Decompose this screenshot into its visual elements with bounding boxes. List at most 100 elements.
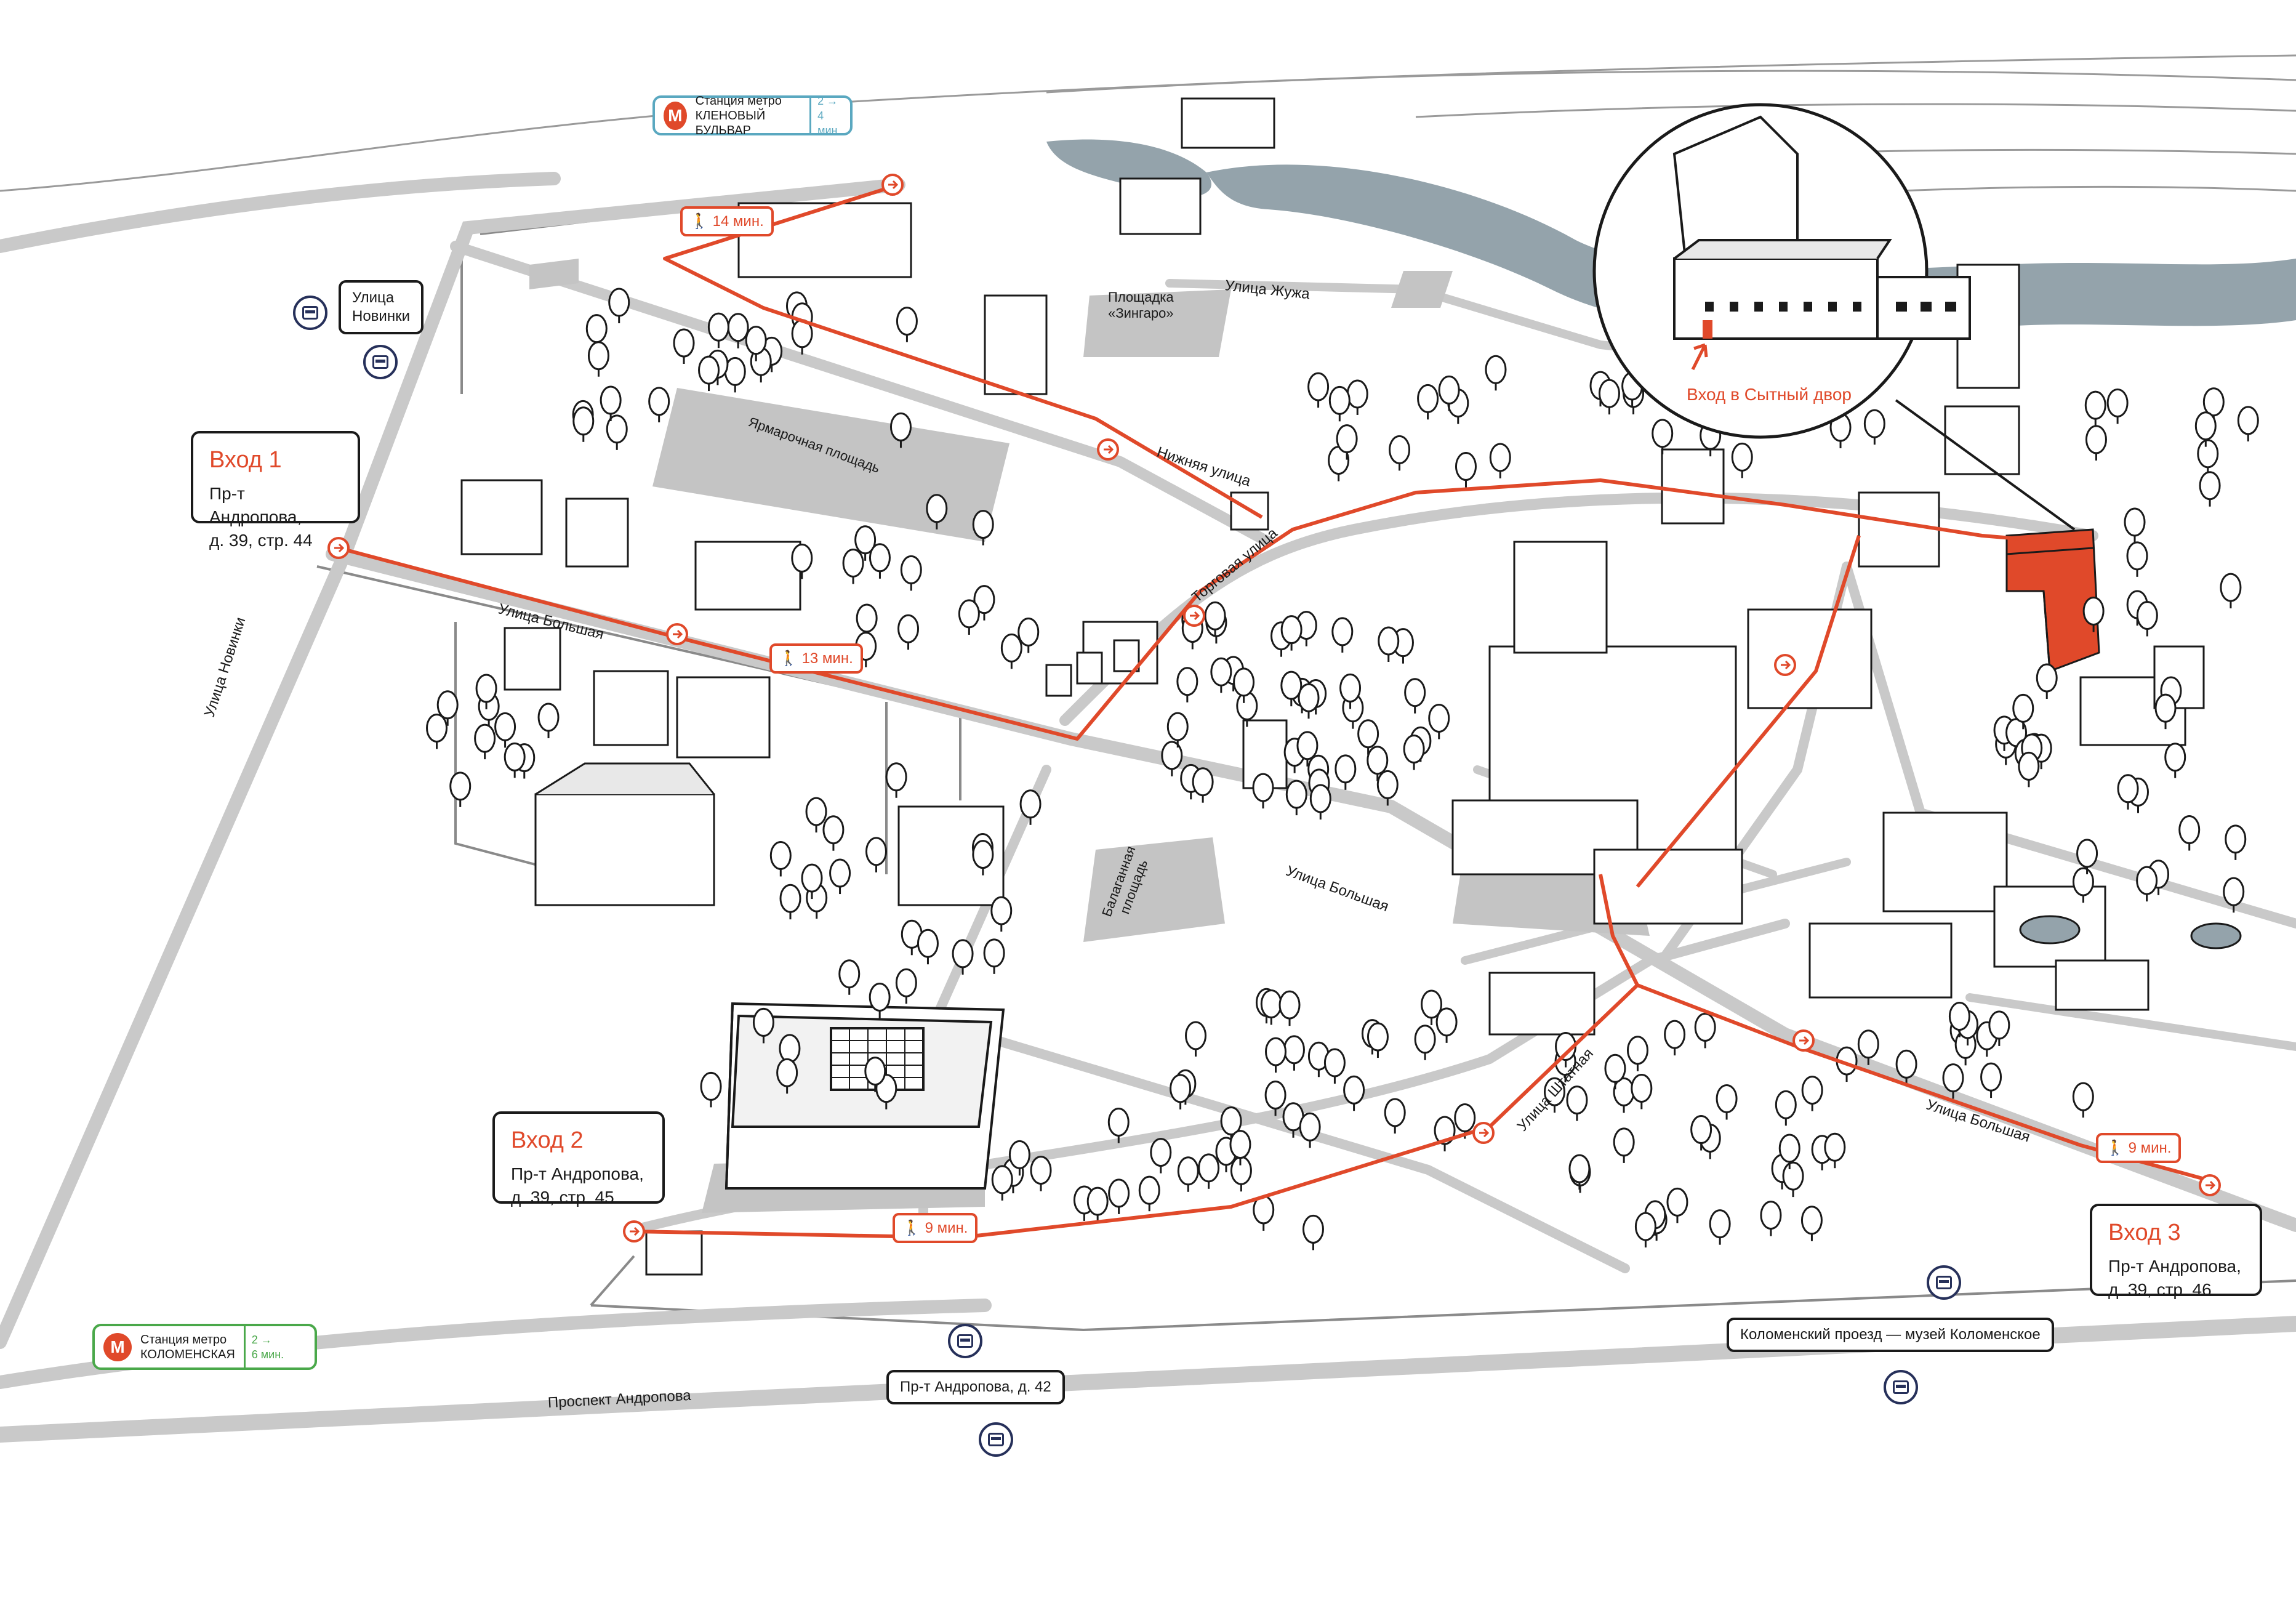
tree: [1019, 789, 1042, 825]
bus-icon[interactable]: [1884, 1370, 1918, 1404]
tree: [829, 858, 851, 895]
tree: [1000, 633, 1022, 669]
tree: [1709, 1209, 1731, 1245]
tree: [1604, 1053, 1626, 1090]
tree: [1335, 754, 1357, 790]
tree: [1489, 443, 1511, 478]
bus-icon[interactable]: [293, 296, 327, 330]
tree: [2018, 751, 2040, 787]
tree: [1346, 379, 1368, 415]
metro-kolomenskaya-line1: Станция метро: [140, 1332, 227, 1347]
tree: [1566, 1085, 1588, 1121]
walk-time-13: 13 мин.: [801, 650, 853, 667]
tree: [504, 742, 526, 778]
entrance-2-address-line1: Пр-т Андропова,: [511, 1164, 644, 1183]
metro-klenovy-line1: Станция метро: [695, 94, 782, 108]
tree: [1280, 615, 1303, 651]
bus-icon[interactable]: [979, 1422, 1013, 1457]
trees: [426, 288, 2259, 1251]
bus-icon[interactable]: [1927, 1265, 1961, 1300]
metro-klenovy-bulvar[interactable]: M Станция метро КЛЕНОВЫЙ БУЛЬВАР 2 → 4 м…: [652, 94, 853, 137]
tree: [895, 968, 917, 1004]
tree: [842, 548, 864, 584]
bus-icon[interactable]: [363, 345, 398, 379]
ponds: [2019, 915, 2242, 949]
tree: [1664, 1020, 1686, 1056]
tree: [1198, 1153, 1220, 1189]
tree: [449, 771, 472, 807]
tree: [1309, 784, 1331, 820]
tree: [990, 896, 1013, 932]
tree: [1434, 1116, 1456, 1151]
tree: [1176, 667, 1198, 703]
tree: [2220, 573, 2242, 609]
entrance-3-address-line2: д. 39, стр. 46: [2108, 1280, 2212, 1299]
tree: [2126, 541, 2148, 577]
tree: [1331, 617, 1354, 653]
entrance-1-address-line2: д. 39, стр. 44: [209, 531, 313, 550]
tree: [1328, 385, 1351, 422]
tree: [2076, 839, 2098, 874]
sytny-dvor-building: [2005, 528, 2100, 673]
metro-klenovy-time: 4 мин.: [817, 109, 841, 137]
route-arrow-marker: [1472, 1122, 1495, 1144]
tree: [1252, 773, 1274, 809]
tree: [1543, 1077, 1565, 1113]
river: [1206, 164, 2296, 334]
tree: [869, 543, 891, 579]
tree: [926, 494, 948, 530]
tree: [1204, 601, 1226, 637]
tree: [1302, 1214, 1324, 1251]
tree: [1694, 1012, 1716, 1049]
tree: [1690, 1115, 1712, 1151]
walk-time-9-a: 9 мин.: [925, 1220, 968, 1236]
tree: [1307, 372, 1330, 408]
tree: [673, 328, 695, 364]
walking-person-icon: 🚶: [779, 650, 798, 667]
bus-icon[interactable]: [948, 1324, 982, 1358]
bus-stop-novinki-line2: Новинки: [352, 308, 410, 324]
tree: [1230, 1156, 1252, 1192]
tree: [745, 326, 767, 361]
tree: [1253, 1195, 1275, 1231]
walk-time-badge: 🚶 13 мин.: [769, 643, 863, 674]
tree: [2237, 406, 2259, 441]
tree: [2194, 411, 2217, 447]
tree: [972, 510, 994, 546]
tree: [698, 355, 720, 392]
metro-icon: M: [103, 1332, 132, 1361]
tree: [805, 797, 827, 833]
tree: [1404, 678, 1426, 714]
tree: [2072, 1082, 2094, 1118]
metro-kolomenskaya[interactable]: M Станция метро КОЛОМЕНСКАЯ 2 → 6 мин.: [92, 1324, 317, 1370]
walk-time-badge: 🚶 9 мин.: [2096, 1133, 2182, 1163]
tree: [1801, 1076, 1823, 1111]
tree: [2197, 439, 2219, 475]
tree: [1666, 1187, 1688, 1223]
tree: [1378, 626, 1400, 662]
tree: [769, 840, 792, 877]
tree: [865, 837, 887, 872]
entrance-3-address-line1: Пр-т Андропова,: [2108, 1257, 2241, 1276]
tree: [1403, 735, 1425, 770]
tree: [1282, 1102, 1304, 1138]
tree: [1285, 779, 1307, 816]
tree: [1336, 424, 1358, 460]
tree: [572, 406, 595, 442]
zingaro-square-area: [1083, 289, 1231, 357]
tree: [1948, 1002, 1970, 1037]
tree: [1280, 671, 1303, 707]
tree: [1631, 1073, 1653, 1110]
route-arrow-marker: [666, 623, 688, 645]
tree: [436, 690, 459, 726]
tree: [1417, 384, 1439, 420]
tree: [1018, 617, 1040, 653]
roads: [0, 172, 2296, 1443]
tree: [426, 713, 448, 749]
tree: [896, 307, 918, 342]
tree: [1485, 355, 1507, 391]
tree: [1376, 770, 1399, 806]
tree: [973, 585, 995, 621]
metro-kolomenskaya-line2: КОЛОМЕНСКАЯ: [140, 1347, 235, 1361]
tree: [885, 762, 907, 798]
